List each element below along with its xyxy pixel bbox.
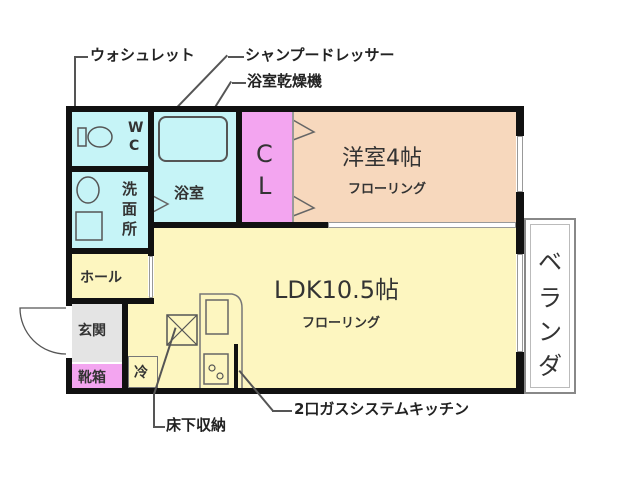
veranda-char-2: ラ bbox=[538, 284, 562, 312]
wall-hall-entrance bbox=[66, 298, 154, 304]
veranda: ベ ラ ン ダ bbox=[524, 218, 576, 394]
room-closet: C L bbox=[242, 112, 292, 222]
washbasin-icon bbox=[75, 176, 103, 241]
veranda-inner bbox=[530, 224, 570, 388]
room-entrance: 玄関 bbox=[72, 304, 122, 362]
entrance-name: 玄関 bbox=[78, 323, 106, 339]
wall-right-mid bbox=[516, 192, 524, 254]
veranda-char-3: ン bbox=[538, 318, 562, 346]
leader-line-washlet-v bbox=[74, 56, 76, 136]
fridge-space: 冷 bbox=[128, 356, 158, 388]
bathtub-icon bbox=[158, 116, 228, 162]
washroom-label-3: 所 bbox=[122, 220, 138, 238]
wall-wc-wash bbox=[66, 166, 148, 172]
leader-line-kitchen-h bbox=[272, 410, 292, 412]
wall-left-lower bbox=[66, 358, 72, 394]
veranda-char-1: ベ bbox=[538, 248, 562, 276]
callout-shampoo-dresser: シャンプードレッサー bbox=[245, 46, 395, 64]
sliding-door-western-ldk bbox=[328, 222, 516, 228]
closet-label-l: L bbox=[258, 172, 272, 200]
wall-top bbox=[66, 106, 524, 112]
western-room-floor: フローリング bbox=[348, 182, 427, 197]
room-washroom: 洗 面 所 bbox=[72, 172, 148, 248]
wall-closet-western bbox=[292, 112, 294, 222]
leader-line-storage-v bbox=[153, 394, 155, 426]
hall-name: ホール bbox=[80, 270, 122, 286]
entrance-door-icon bbox=[19, 307, 67, 355]
wall-right-top bbox=[516, 106, 524, 136]
toilet-icon bbox=[77, 126, 113, 148]
shoe-box-name: 靴箱 bbox=[78, 370, 106, 386]
wall-wc-bath bbox=[148, 106, 154, 256]
window-western bbox=[517, 136, 523, 192]
leader-line-washlet bbox=[74, 56, 88, 58]
washroom-label-1: 洗 bbox=[122, 180, 138, 198]
wall-bath-closet bbox=[236, 106, 242, 228]
fridge-label: 冷 bbox=[134, 365, 148, 381]
window-ldk bbox=[517, 254, 523, 352]
bathroom-name: 浴室 bbox=[174, 184, 205, 202]
floor-plan: 洋室4帖 フローリング C L 浴室 W C 洗 面 所 bbox=[66, 106, 524, 394]
bath-door-icon bbox=[152, 195, 170, 213]
door-hall-ldk bbox=[149, 256, 153, 298]
room-hall: ホール bbox=[72, 254, 148, 298]
wall-left-upper bbox=[66, 106, 72, 306]
washroom-label-2: 面 bbox=[122, 200, 138, 218]
leader-line-dryer bbox=[232, 82, 246, 84]
room-western: 洋室4帖 フローリング bbox=[292, 112, 516, 222]
room-ldk: LDK10.5帖 フローリング bbox=[154, 228, 516, 388]
toilet-label-w: W bbox=[128, 120, 144, 136]
ldk-name: LDK10.5帖 bbox=[274, 276, 400, 304]
wall-bath-ldk bbox=[148, 222, 328, 228]
kitchen-counter-icon bbox=[199, 293, 243, 390]
wall-bottom bbox=[66, 388, 524, 394]
room-toilet: W C bbox=[72, 112, 148, 166]
callout-underfloor-storage: 床下収納 bbox=[166, 416, 227, 434]
wall-wash-hall bbox=[66, 248, 148, 254]
leader-line-storage-h bbox=[153, 426, 165, 428]
closet-label-c: C bbox=[256, 140, 273, 168]
ldk-floor: フローリング bbox=[302, 316, 381, 331]
callout-washlet: ウォシュレット bbox=[90, 46, 195, 64]
callout-bath-dryer: 浴室乾燥機 bbox=[247, 72, 323, 90]
callout-kitchen: 2口ガスシステムキッチン bbox=[294, 400, 469, 418]
leader-line-shampoo bbox=[228, 56, 244, 58]
room-shoe-box: 靴箱 bbox=[72, 364, 122, 388]
closet-door-icon bbox=[292, 119, 316, 217]
wall-right-bottom bbox=[516, 352, 524, 394]
western-room-name: 洋室4帖 bbox=[342, 146, 422, 171]
wall-entrance-right bbox=[122, 298, 128, 394]
toilet-label-c: C bbox=[129, 138, 140, 154]
veranda-char-4: ダ bbox=[538, 352, 562, 380]
